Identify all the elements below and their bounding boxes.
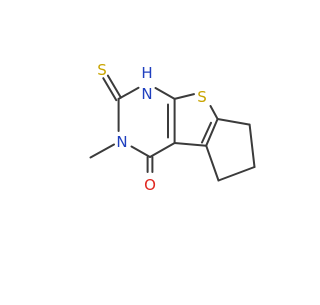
atom-labels: S H N S N O <box>97 61 207 194</box>
bond-c4-n3 <box>130 145 151 158</box>
bond-c7a-c7 <box>216 118 251 126</box>
methyl-nitrogen-label: N <box>116 133 127 151</box>
bond-cs-2 <box>106 74 122 99</box>
bond-c7a-c4a-inner <box>201 121 212 144</box>
bonds <box>89 74 256 182</box>
carbonyl-oxygen-label: O <box>144 176 156 194</box>
bond-c4a-c3a <box>173 142 208 147</box>
bond-n1-c8a <box>154 87 176 100</box>
bond-c7-c6 <box>248 123 256 168</box>
molecule-diagram: S H N S N O <box>89 61 256 194</box>
exocyclic-sulfur-label: S <box>97 61 107 79</box>
bond-n3-methyl <box>89 143 115 159</box>
bond-c8a-s <box>173 93 195 100</box>
bond-cs-1 <box>102 77 118 102</box>
structure-canvas: S H N S N O <box>89 61 256 194</box>
nh-hydrogen-label: H <box>141 64 152 82</box>
thiophene-sulfur-label: S <box>197 88 207 106</box>
bond-c6-c5 <box>217 166 256 182</box>
bond-c3a-c4 <box>149 142 176 158</box>
bond-s-c7a <box>209 105 219 120</box>
bond-c5-c4a <box>205 144 220 182</box>
bond-c7a-c4a <box>205 118 219 147</box>
bond-c2-n1 <box>117 86 140 100</box>
nh-nitrogen-label: N <box>141 85 152 103</box>
